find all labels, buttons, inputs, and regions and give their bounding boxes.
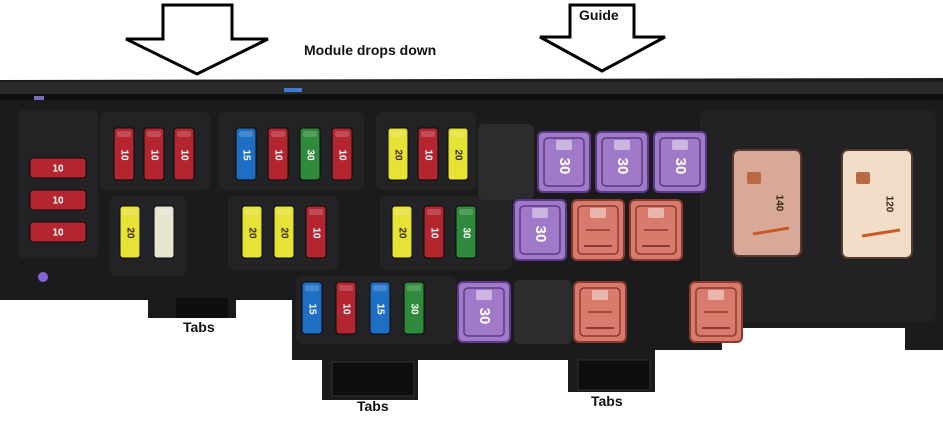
left-fuse-bay <box>18 110 98 258</box>
module-drops-label: Module drops down <box>304 42 437 58</box>
bottom-row-fuse: 15 <box>301 281 323 335</box>
svg-text:10: 10 <box>272 149 283 161</box>
svg-text:20: 20 <box>452 149 463 161</box>
svg-text:10: 10 <box>52 196 64 207</box>
top-group-1-fuse: 10 <box>113 127 135 181</box>
middle-center-fuse: 10 <box>305 205 327 259</box>
svg-text:140: 140 <box>773 195 784 212</box>
cartridge-fuse-bottom <box>573 281 627 343</box>
middle-right-fuse: 10 <box>423 205 445 259</box>
svg-text:20: 20 <box>246 227 257 239</box>
middle-left-fuse <box>153 205 175 259</box>
tab-right-shape <box>577 359 651 391</box>
bottom-row-fuse: 10 <box>335 281 357 335</box>
bottom-row-fuse: 15 <box>369 281 391 335</box>
bottom-row-fuse: 30 <box>403 281 425 335</box>
tabs-label-right: Tabs <box>591 393 623 409</box>
svg-text:20: 20 <box>392 149 403 161</box>
top-group-1-fuse: 10 <box>143 127 165 181</box>
left-column-fuse: 10 <box>29 221 87 243</box>
svg-text:15: 15 <box>240 149 251 161</box>
cartridge-fuse-top: 30 <box>595 131 649 193</box>
svg-text:30: 30 <box>556 158 573 175</box>
top-group-1-fuse: 10 <box>173 127 195 181</box>
middle-right-fuse: 30 <box>455 205 477 259</box>
tabs-label-center: Tabs <box>357 398 389 414</box>
svg-text:30: 30 <box>460 227 471 239</box>
cartridge-fuse-middle <box>571 199 625 261</box>
svg-text:30: 30 <box>672 158 689 175</box>
indicator-dot <box>38 272 48 282</box>
housing-shadow <box>0 94 943 100</box>
svg-text:15: 15 <box>306 303 317 315</box>
top-group-3-fuse: 20 <box>387 127 409 181</box>
cartridge-fuse-top: 30 <box>653 131 707 193</box>
tab-left-shape <box>176 298 228 318</box>
top-group-2-fuse: 15 <box>235 127 257 181</box>
svg-text:10: 10 <box>118 149 129 161</box>
left-column-fuse: 10 <box>29 157 87 179</box>
guide-label: Guide <box>579 7 619 23</box>
cartridge-fuse-bottom <box>689 281 743 343</box>
tabs-label-left: Tabs <box>183 319 215 335</box>
svg-text:15: 15 <box>374 303 385 315</box>
middle-right-fuse: 20 <box>391 205 413 259</box>
cartridge-fuse-bottom: 30 <box>457 281 511 343</box>
cartridge-fuse-middle: 30 <box>513 199 567 261</box>
tab-center-shape <box>331 361 415 397</box>
arrow-right-down-icon <box>539 3 666 73</box>
svg-text:30: 30 <box>476 308 493 325</box>
relay-socket-top <box>478 124 534 200</box>
svg-text:30: 30 <box>304 149 315 161</box>
middle-left-fuse: 20 <box>119 205 141 259</box>
svg-text:10: 10 <box>148 149 159 161</box>
svg-text:10: 10 <box>340 303 351 315</box>
middle-bay-right <box>380 196 512 270</box>
svg-text:30: 30 <box>408 303 419 315</box>
top-group-2-fuse: 10 <box>267 127 289 181</box>
svg-text:10: 10 <box>310 227 321 239</box>
housing-top-lip <box>0 82 943 94</box>
svg-text:10: 10 <box>52 164 64 175</box>
svg-text:10: 10 <box>422 149 433 161</box>
svg-text:10: 10 <box>428 227 439 239</box>
top-group-2-fuse: 10 <box>331 127 353 181</box>
svg-text:20: 20 <box>124 227 135 239</box>
svg-text:20: 20 <box>396 227 407 239</box>
middle-center-fuse: 20 <box>241 205 263 259</box>
cartridge-fuse-top: 30 <box>537 131 591 193</box>
svg-text:120: 120 <box>883 196 894 213</box>
relay-right: 120 <box>841 149 913 259</box>
cartridge-fuse-middle <box>629 199 683 261</box>
svg-text:10: 10 <box>52 228 64 239</box>
middle-center-fuse: 20 <box>273 205 295 259</box>
svg-text:30: 30 <box>614 158 631 175</box>
svg-text:30: 30 <box>532 226 549 243</box>
top-group-3-fuse: 20 <box>447 127 469 181</box>
svg-text:10: 10 <box>336 149 347 161</box>
relay-left: 140 <box>732 149 802 257</box>
housing-reflection-blue <box>284 88 302 92</box>
housing-reflection <box>34 96 44 100</box>
relay-socket-bottom <box>514 280 572 344</box>
top-group-3-fuse: 10 <box>417 127 439 181</box>
left-column-fuse: 10 <box>29 189 87 211</box>
top-group-2-fuse: 30 <box>299 127 321 181</box>
arrow-left-down-icon <box>125 3 269 76</box>
svg-text:10: 10 <box>178 149 189 161</box>
svg-text:20: 20 <box>278 227 289 239</box>
